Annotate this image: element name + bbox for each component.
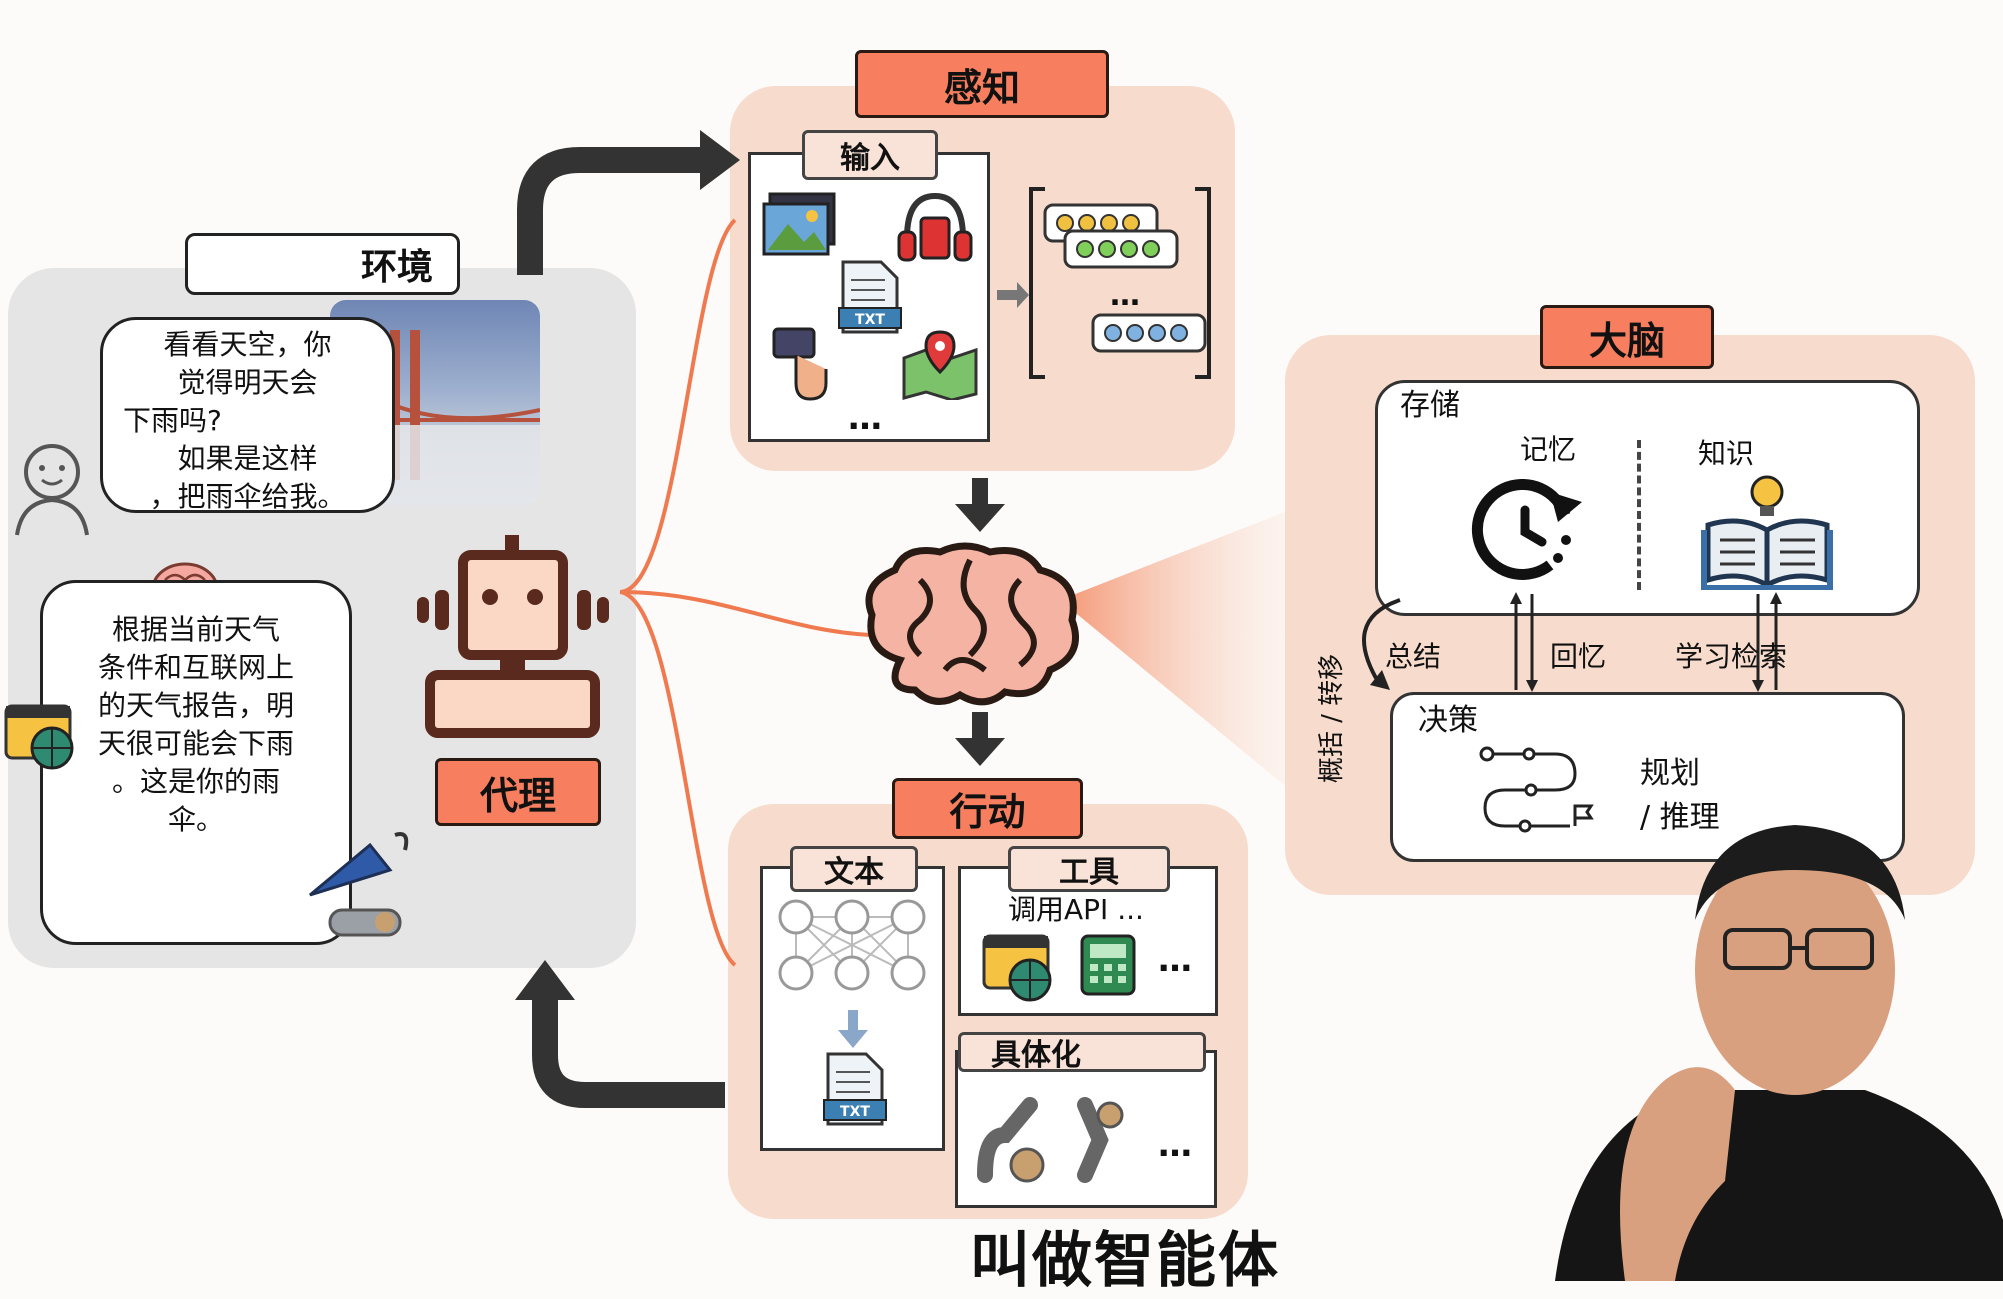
agent-to-perception-line	[619, 218, 737, 594]
web-globe-icon	[4, 704, 74, 770]
embodiment-tab: 具体化	[958, 1032, 1206, 1073]
image-gallery-icon	[762, 192, 836, 256]
user-bubble-line: ，把雨伞给我。	[149, 480, 346, 513]
action-title-text: 行动	[949, 790, 1026, 834]
memory-label: 记忆	[1520, 433, 1577, 466]
agent-bubble-line: 天很可能会下雨	[97, 727, 294, 760]
map-location-icon	[902, 330, 978, 400]
touch-click-icon	[772, 327, 828, 401]
agent-bubble-line: 根据当前天气	[111, 613, 280, 646]
user-bubble-line: 如果是这样	[177, 442, 318, 475]
decision-label: 决策	[1418, 703, 1478, 738]
text-tab-text: 文本	[824, 855, 884, 890]
agent-bubble-line: 。这是你的雨	[111, 765, 280, 798]
output-txt-document-icon: TXT	[823, 1052, 887, 1126]
brain-to-action-arrow-shaft	[972, 712, 988, 740]
tool-tab: 工具	[1008, 846, 1170, 892]
planning-label-line2: / 推理	[1640, 800, 1720, 835]
planning-path-icon	[1479, 746, 1594, 833]
storage-divider	[1637, 440, 1641, 590]
perc-to-brain-arrow-shaft	[972, 478, 988, 506]
txt-document-icon: TXT	[838, 260, 902, 334]
agent-speech-bubble: 根据当前天气 条件和互联网上 的天气报告，明 天很可能会下雨 。这是你的雨 伞。	[40, 580, 352, 945]
knowledge-book-icon	[1701, 475, 1833, 590]
user-icon	[15, 444, 89, 536]
generalize-transfer-label: 概括 / 转移	[1317, 653, 1348, 784]
agent-label-text: 代理	[479, 773, 556, 818]
agent-to-action-line	[619, 590, 737, 967]
user-bubble-line: 觉得明天会	[177, 366, 318, 399]
agent-label: 代理	[435, 758, 601, 826]
learn-retrieve-label: 学习检索	[1675, 640, 1788, 673]
summarize-label: 总结	[1385, 640, 1442, 673]
web-tool-icon	[982, 934, 1052, 1002]
neural-network-icon	[778, 899, 926, 991]
brain-beam	[1060, 510, 1290, 790]
action-to-env-arrow	[532, 1000, 725, 1108]
agent-robot-icon	[417, 535, 609, 738]
perc-to-brain-arrowhead	[955, 504, 1005, 532]
agent-to-brain-line	[619, 590, 871, 637]
presenter-video	[1555, 825, 2003, 1281]
brain-title-text: 大脑	[1588, 318, 1665, 363]
api-call-label: 调用API ...	[1008, 893, 1144, 926]
env-to-perception-arrowhead	[700, 130, 740, 190]
planning-label-line1: 规划	[1640, 756, 1700, 791]
recall-label: 回忆	[1550, 640, 1607, 673]
output-txt-icon-label: TXT	[840, 1104, 870, 1120]
knowledge-label: 知识	[1698, 437, 1755, 470]
umbrella-robot-icon	[309, 832, 409, 937]
txt-icon-label: TXT	[855, 312, 885, 328]
input-tab: 输入	[802, 130, 938, 180]
user-bubble-line: 看看天空，你	[163, 328, 332, 361]
brain-to-action-arrowhead	[955, 738, 1005, 766]
user-bubble-line: 下雨吗?	[123, 404, 222, 437]
memory-clock-icon	[1471, 478, 1582, 580]
embodiment-tab-text: 具体化	[991, 1038, 1081, 1073]
environment-title: 环境	[185, 233, 460, 295]
central-brain-icon	[865, 542, 1079, 706]
down-arrow-icon	[838, 1010, 868, 1048]
environment-title-text: 环境	[360, 247, 433, 288]
agent-bubble-line: 的天气报告，明	[97, 689, 294, 722]
embodiment-ellipsis: …	[1158, 1125, 1192, 1165]
agent-bubble-line: 伞。	[167, 803, 224, 836]
action-title: 行动	[892, 778, 1083, 839]
storage-label: 存储	[1400, 388, 1460, 423]
agent-bubble-line: 条件和互联网上	[97, 651, 294, 684]
input-ellipsis: …	[848, 398, 882, 438]
text-tab: 文本	[790, 846, 918, 892]
user-speech-bubble: 看看天空，你 觉得明天会 下雨吗? 如果是这样 ，把雨伞给我。	[100, 317, 395, 513]
env-to-perception-arrow	[517, 147, 700, 275]
calculator-icon	[1080, 934, 1136, 996]
token-ellipsis: …	[1110, 278, 1140, 313]
action-to-env-arrowhead	[515, 960, 575, 1000]
video-caption: 叫做智能体	[970, 1226, 1280, 1296]
perception-title-text: 感知	[943, 65, 1020, 110]
brain-title: 大脑	[1540, 305, 1714, 369]
tool-ellipsis: …	[1158, 940, 1192, 980]
robot-arm-icon	[977, 1097, 1124, 1183]
headphones-audio-icon	[897, 192, 973, 262]
token-embedding-icon	[997, 187, 1211, 379]
input-tab-text: 输入	[840, 141, 900, 176]
storage-decision-arrows	[1362, 592, 1782, 692]
perception-title: 感知	[855, 50, 1109, 118]
tool-tab-text: 工具	[1059, 855, 1119, 890]
